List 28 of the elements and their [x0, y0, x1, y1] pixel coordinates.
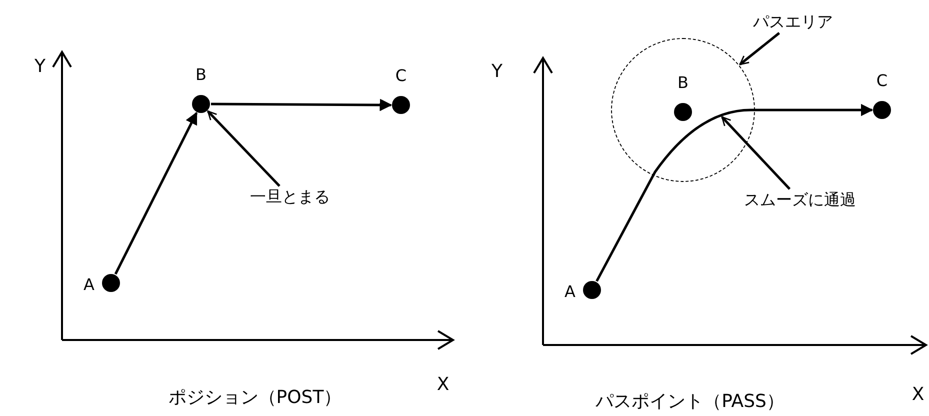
- point-label: B: [194, 67, 208, 83]
- caption: パスポイント（PASS）: [596, 393, 784, 411]
- leader-line: [207, 110, 280, 187]
- axis-label: Y: [492, 63, 502, 81]
- point-label: A: [82, 277, 96, 293]
- point-label: A: [564, 284, 576, 300]
- point-marker: [583, 281, 601, 299]
- point-marker: [392, 96, 410, 114]
- point-marker: [674, 103, 692, 121]
- point-label: C: [875, 73, 889, 89]
- callout-text: スムーズに通過: [735, 189, 865, 211]
- callout-text: パスエリア: [743, 11, 843, 33]
- axis-label: X: [436, 376, 450, 394]
- point-label: C: [394, 68, 408, 84]
- leader-line: [739, 32, 780, 66]
- axis-label: X: [912, 386, 924, 404]
- point-marker: [873, 101, 891, 119]
- point-marker: [192, 95, 210, 113]
- callout-text: 一旦とまる: [242, 186, 338, 208]
- dashed-circle: [611, 38, 755, 182]
- leader-line: [721, 116, 791, 190]
- point-marker: [102, 274, 120, 292]
- arrow: [211, 98, 392, 112]
- axis-label: Y: [34, 58, 46, 76]
- point-label: B: [676, 75, 690, 91]
- caption: ポジション（POST）: [168, 389, 342, 407]
- arrow: [114, 112, 198, 275]
- curved-arrow: [596, 104, 874, 282]
